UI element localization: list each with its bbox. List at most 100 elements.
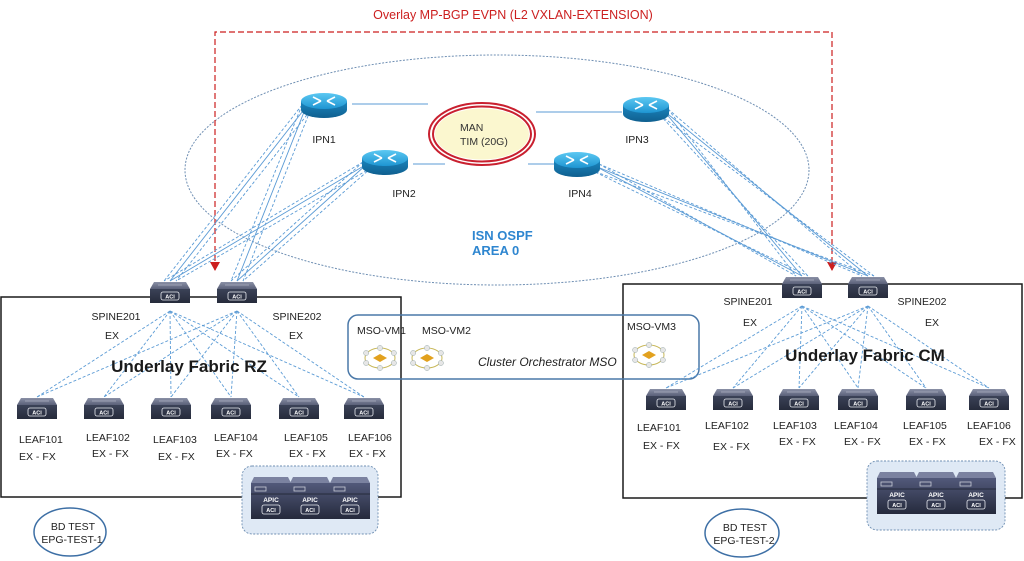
- leaf-switch-icon[interactable]: ACI: [838, 389, 878, 410]
- leaf-name: LEAF103: [773, 420, 817, 432]
- isn-link-dashed: [175, 110, 311, 282]
- isn-link: [594, 165, 803, 277]
- apic-label: APIC: [968, 492, 984, 499]
- leaf-model: EX - FX: [713, 441, 750, 453]
- apic-controller-icon[interactable]: APIC ACI: [956, 472, 996, 514]
- aci-logo-icon: ACI: [984, 402, 994, 408]
- apic-label: APIC: [928, 492, 944, 499]
- leaf-switch-icon[interactable]: ACI: [969, 389, 1009, 410]
- router-icon[interactable]: IPN2: [362, 150, 416, 200]
- aci-logo-icon: ACI: [32, 411, 42, 417]
- spine-switch-icon[interactable]: ACI: [848, 277, 888, 298]
- spine-name: SPINE201: [91, 311, 140, 323]
- spine-model: EX: [743, 317, 757, 329]
- leaf-switch-icon[interactable]: ACI: [344, 398, 384, 419]
- mso-vm-name: MSO-VM1: [357, 325, 406, 337]
- isn-link-dashed: [242, 167, 372, 282]
- fabric-cm-boundary: [622, 283, 1023, 499]
- spine-leaf-link: [801, 305, 990, 389]
- router-arrows-icon: [565, 155, 589, 165]
- fabric-title: Underlay Fabric RZ: [111, 357, 267, 376]
- aci-logo-icon: ACI: [226, 411, 236, 417]
- leaf-switch-icon[interactable]: ACI: [17, 398, 57, 419]
- leaf-switch-icon[interactable]: ACI: [84, 398, 124, 419]
- spine-leaf-link: [169, 310, 365, 398]
- aci-logo-icon: ACI: [359, 411, 369, 417]
- spine-model: EX: [105, 330, 119, 342]
- isn-link-dashed: [659, 114, 809, 277]
- spine-name: SPINE202: [897, 296, 946, 308]
- leaf-model: EX - FX: [349, 448, 386, 460]
- spine-leaf-link: [103, 310, 238, 398]
- overlay-evpn-path: [214, 31, 833, 270]
- spine-leaf-link: [169, 310, 172, 398]
- man-links: [352, 103, 622, 165]
- router-label: IPN3: [625, 134, 649, 146]
- fabric-cm: Underlay Fabric CMACISPINE201EXACISPINE2…: [637, 277, 1016, 558]
- man-label-2: TIM (20G): [460, 136, 508, 148]
- isn-link-dashed: [598, 163, 797, 277]
- isn-title-2: AREA 0: [472, 243, 519, 258]
- spine-name: SPINE201: [723, 296, 772, 308]
- overlay-title: Overlay MP-BGP EVPN (L2 VXLAN-EXTENSION): [373, 8, 653, 22]
- leaf-switch-icon[interactable]: ACI: [713, 389, 753, 410]
- router-icon[interactable]: IPN1: [301, 93, 347, 146]
- router-icon[interactable]: IPN3: [623, 97, 669, 146]
- spine-switch-icon[interactable]: ACI: [217, 282, 257, 303]
- leaf-model: EX - FX: [216, 448, 253, 460]
- spine-leaf-link: [236, 310, 365, 398]
- spine-leaf-link: [665, 305, 803, 389]
- isn-link-dashed: [590, 169, 875, 277]
- leaf-model: EX - FX: [844, 436, 881, 448]
- aci-logo-icon: ACI: [345, 508, 355, 514]
- spine-leaf-link: [801, 305, 859, 389]
- spine-leaf-link: [103, 310, 171, 398]
- isn-title-1: ISN OSPF: [472, 228, 533, 243]
- router-icon[interactable]: IPN4: [554, 152, 600, 200]
- mso-cluster-box[interactable]: [347, 314, 700, 380]
- leaf-switch-icon[interactable]: ACI: [279, 398, 319, 419]
- aci-logo-icon: ACI: [305, 508, 315, 514]
- leaf-name: LEAF103: [153, 434, 197, 446]
- spine-leaf-link: [732, 305, 869, 389]
- isn-link-dashed: [230, 161, 364, 282]
- isn-link-dashed: [667, 108, 863, 277]
- spine-leaf-link: [867, 305, 990, 389]
- bd-label: BD TEST: [51, 521, 96, 533]
- mso-vm-icon[interactable]: [632, 342, 666, 368]
- leaf-switch-icon[interactable]: ACI: [151, 398, 191, 419]
- leaf-model: EX - FX: [92, 448, 129, 460]
- leaf-name: LEAF104: [214, 432, 258, 444]
- leaf-switch-icon[interactable]: ACI: [906, 389, 946, 410]
- leaf-switch-icon[interactable]: ACI: [779, 389, 819, 410]
- aci-logo-icon: ACI: [863, 290, 873, 296]
- isn-link-dashed: [163, 161, 364, 282]
- aci-logo-icon: ACI: [232, 295, 242, 301]
- leaf-name: LEAF105: [284, 432, 328, 444]
- leaf-name: LEAF106: [348, 432, 392, 444]
- isn-link-dashed: [590, 169, 809, 277]
- leaf-model: EX - FX: [779, 436, 816, 448]
- spine-leaf-link: [665, 305, 869, 389]
- aci-logo-icon: ACI: [971, 503, 981, 509]
- leaf-switch-icon[interactable]: ACI: [646, 389, 686, 410]
- leaf-name: LEAF101: [637, 422, 681, 434]
- leaf-name: LEAF101: [19, 434, 63, 446]
- isn-link: [169, 163, 368, 282]
- man-cloud: MAN TIM (20G): [428, 102, 536, 166]
- leaf-switch-icon[interactable]: ACI: [211, 398, 251, 419]
- mso-vm-icon[interactable]: [410, 345, 444, 371]
- aci-logo-icon: ACI: [661, 402, 671, 408]
- spine-switch-icon[interactable]: ACI: [782, 277, 822, 298]
- spine-leaf-link: [230, 310, 238, 398]
- mso-vm-icon[interactable]: [363, 345, 397, 371]
- spine-switch-icon[interactable]: ACI: [150, 282, 190, 303]
- router-arrows-icon: [634, 100, 658, 110]
